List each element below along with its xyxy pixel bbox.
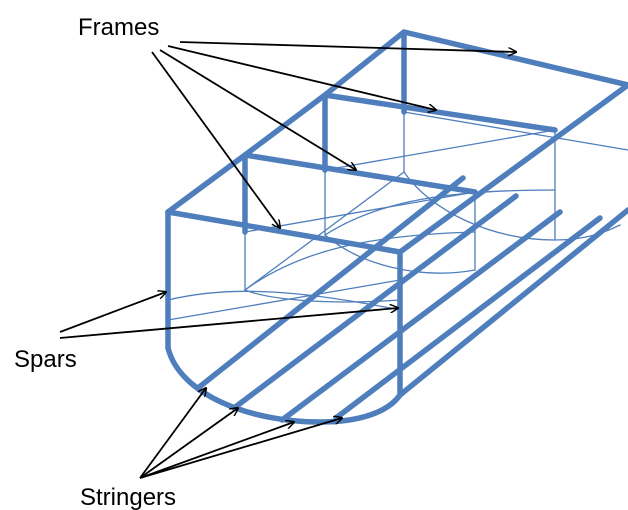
- frames-arrow-4: [151, 51, 280, 228]
- stringers-arrow-3: [139, 422, 294, 479]
- web-far-end: [403, 111, 628, 151]
- stringer-2: [231, 193, 519, 411]
- stringers-arrow-2: [139, 408, 238, 479]
- internal-structure-lines: [167, 111, 628, 321]
- stringers-arrow-4: [139, 418, 342, 479]
- stringers-label: Stringers: [80, 484, 176, 510]
- spar-rear-top-edge: [397, 82, 628, 255]
- web-center-line: [244, 171, 405, 291]
- leader-arrows: [59, 41, 516, 479]
- frames-arrow-1: [179, 41, 516, 52]
- spars-label: Spars: [14, 346, 77, 373]
- rib-near-mid-curve: [167, 290, 401, 311]
- stringers-arrow-1: [139, 388, 206, 479]
- rib-far-bottom: [324, 189, 556, 236]
- rib-near-web: [167, 279, 401, 321]
- stringer-4: [333, 215, 603, 421]
- frame-far: [322, 29, 628, 115]
- rib-far-top: [324, 129, 556, 171]
- frames-label: Frames: [78, 14, 159, 41]
- frames-arrow-2: [167, 45, 436, 110]
- spars-arrow-2: [59, 308, 398, 339]
- frame-middle: [242, 92, 558, 173]
- frame-near-mid: [165, 152, 478, 235]
- frames-arrow-3: [159, 49, 356, 170]
- stringer-1: [195, 175, 466, 391]
- skin-lower-curve: [165, 345, 403, 425]
- spar-rear-bottom-edge: [397, 207, 628, 398]
- stringer-3: [279, 209, 563, 423]
- primary-structure: [165, 29, 628, 425]
- rib-mid-curve: [324, 234, 476, 274]
- frame-near: [165, 209, 403, 255]
- spars-arrow-1: [59, 292, 166, 333]
